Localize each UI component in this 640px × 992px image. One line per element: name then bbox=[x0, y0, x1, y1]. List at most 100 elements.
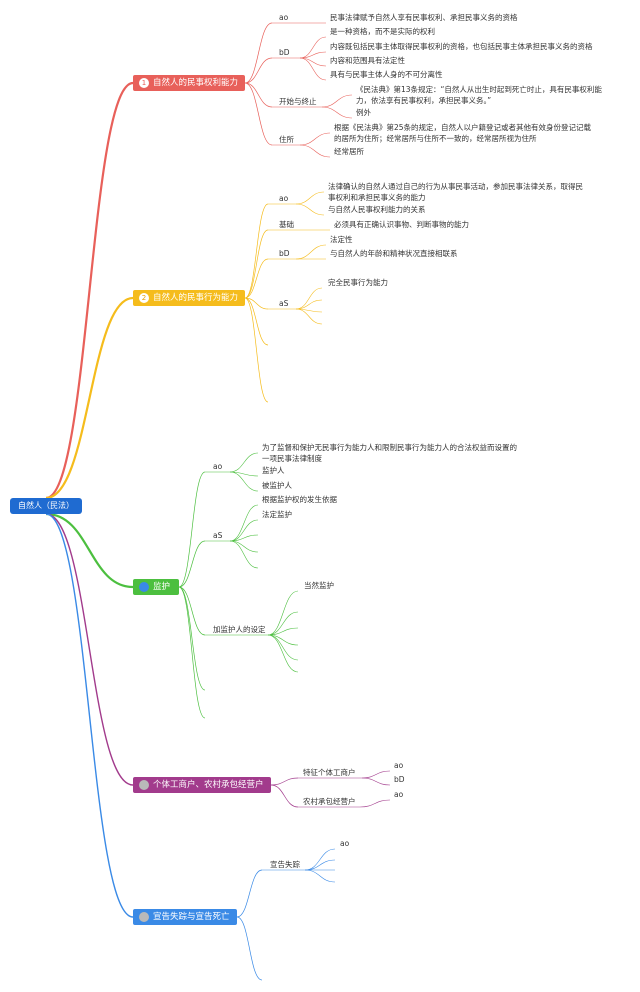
connector-b2-item bbox=[295, 244, 327, 260]
connector-b3-topic bbox=[178, 586, 206, 636]
topic-label-b2-bd[interactable]: bD bbox=[279, 249, 290, 258]
topic-item: 法定监护 bbox=[262, 510, 292, 519]
connector-b3-item bbox=[229, 534, 259, 542]
connector-b4-item bbox=[359, 799, 391, 808]
topic-item: 经常居所 bbox=[334, 147, 364, 156]
connector-b4-topic bbox=[270, 777, 299, 786]
topic-label-b4-rural[interactable]: 农村承包经营户 bbox=[303, 797, 356, 806]
number-badge-4 bbox=[139, 780, 149, 790]
connector-b5-item bbox=[304, 859, 336, 871]
branch-label: 自然人的民事行为能力 bbox=[153, 293, 239, 303]
connector-root-b1 bbox=[45, 81, 134, 500]
connector-root-b2 bbox=[45, 296, 134, 500]
connector-b3-item bbox=[229, 471, 259, 492]
branch-node-civil-rights-capacity[interactable]: 1 自然人的民事权利能力 bbox=[133, 75, 245, 91]
topic-item: bD bbox=[394, 775, 405, 784]
topic-label-b3-guardian-setting[interactable]: 加监护人的设定 bbox=[213, 625, 266, 634]
connector-b2-topic bbox=[244, 229, 269, 299]
connector-b1-topic bbox=[244, 22, 273, 84]
connector-b3-item bbox=[267, 611, 299, 636]
topic-label-b2-ao[interactable]: ao bbox=[279, 194, 289, 203]
topic-label-b2-as[interactable]: aS bbox=[279, 299, 289, 308]
topic-item: 与自然人的年龄和精神状况直接相联系 bbox=[330, 249, 458, 258]
connector-b1-item bbox=[299, 36, 327, 59]
branch-label: 个体工商户、农村承包经营户 bbox=[153, 780, 264, 790]
topic-item: 为了监督和保护无民事行为能力人和限制民事行为能力人的合法权益而设置的一项民事法律… bbox=[262, 443, 517, 463]
topic-item: 根据《民法典》第25条的规定，自然人以户籍登记或者其他有效身份登记记载的居所为住… bbox=[334, 123, 592, 143]
connector-b2-topic bbox=[244, 203, 269, 299]
topic-label-b3-ao[interactable]: ao bbox=[213, 462, 223, 471]
connector-b3-item bbox=[229, 452, 259, 473]
number-badge-2: 2 bbox=[139, 293, 149, 303]
topic-label-b2-basis[interactable]: 基础 bbox=[279, 220, 294, 229]
branch-label: 监护 bbox=[153, 582, 171, 592]
connector-b2-topic bbox=[244, 297, 269, 310]
topic-item: ao bbox=[394, 790, 404, 799]
topic-label-b1-ao[interactable]: ao bbox=[279, 13, 289, 22]
connector-b3-item bbox=[229, 504, 259, 542]
topic-item: 法定性 bbox=[330, 235, 353, 244]
branch-label: 自然人的民事权利能力 bbox=[153, 78, 239, 88]
connector-root-b4 bbox=[45, 513, 134, 786]
branch-node-missing-death-declaration[interactable]: 宣告失踪与宣告死亡 bbox=[133, 909, 237, 925]
topic-item: 民事法律赋予自然人享有民事权利、承担民事义务的资格 bbox=[330, 13, 518, 22]
topic-label-b1-start-end[interactable]: 开始与终止 bbox=[279, 97, 317, 106]
connector-b3-item bbox=[267, 590, 299, 636]
connector-b5-item bbox=[304, 869, 336, 883]
number-badge-3 bbox=[139, 582, 149, 592]
topic-label-b5-missing[interactable]: 宣告失踪 bbox=[270, 860, 300, 869]
connector-b3-topic bbox=[178, 586, 206, 719]
connector-b3-item bbox=[267, 634, 299, 673]
connector-b2-item bbox=[295, 203, 325, 216]
connector-b4-item bbox=[361, 777, 391, 786]
connector-b5-topic bbox=[236, 916, 263, 981]
connector-root-b5 bbox=[45, 513, 134, 918]
connector-b1-item bbox=[299, 144, 331, 158]
connector-b1-item bbox=[321, 94, 353, 108]
connector-b1-item bbox=[299, 57, 327, 81]
topic-item: 被监护人 bbox=[262, 481, 292, 490]
connector-b1-item bbox=[299, 51, 327, 59]
connector-b1-item bbox=[321, 106, 353, 119]
connector-b3-topic bbox=[178, 471, 206, 588]
branch-node-civil-conduct-capacity[interactable]: 2 自然人的民事行为能力 bbox=[133, 290, 245, 306]
connector-b3-item bbox=[267, 634, 299, 661]
connector-b2-item bbox=[295, 191, 325, 205]
connector-b1-item bbox=[299, 132, 331, 146]
connector-b2-item bbox=[295, 299, 323, 310]
connector-b3-item bbox=[229, 519, 259, 542]
topic-label-b1-domicile[interactable]: 住所 bbox=[279, 135, 294, 144]
topic-item: ao bbox=[394, 761, 404, 770]
topic-item: 当然监护 bbox=[304, 581, 334, 590]
connector-root-b3 bbox=[45, 512, 134, 589]
branch-node-individual-business[interactable]: 个体工商户、农村承包经营户 bbox=[133, 777, 271, 793]
connector-b5-item bbox=[304, 848, 336, 871]
connector-b2-item bbox=[295, 308, 323, 325]
topic-item: 法律确认的自然人通过自己的行为从事民事活动，参加民事法律关系，取得民事权利和承担… bbox=[328, 182, 583, 202]
topic-item: 内容既包括民事主体取得民事权利的资格，也包括民事主体承担民事义务的资格 bbox=[330, 42, 593, 51]
topic-item: 《民法典》第13条规定：“自然人从出生时起到死亡时止，具有民事权利能力，依法享有… bbox=[356, 85, 602, 105]
topic-label-b1-bd[interactable]: bD bbox=[279, 48, 290, 57]
connector-b2-topic bbox=[244, 297, 269, 346]
connector-b1-topic bbox=[244, 82, 273, 146]
connector-b4-item bbox=[361, 770, 391, 779]
branch-label: 宣告失踪与宣告死亡 bbox=[153, 912, 230, 922]
connector-b1-item bbox=[299, 57, 327, 67]
connector-b2-topic bbox=[244, 297, 269, 403]
root-node[interactable]: 自然人（民法） bbox=[10, 498, 82, 514]
topic-label-b3-as[interactable]: aS bbox=[213, 531, 223, 540]
branch-node-guardianship[interactable]: 监护 bbox=[133, 579, 179, 595]
topic-item: 例外 bbox=[356, 108, 371, 117]
connector-b2-item bbox=[295, 287, 323, 310]
topic-label-b4-individual[interactable]: 特征个体工商户 bbox=[303, 768, 356, 777]
connector-b3-item bbox=[229, 540, 259, 569]
number-badge-1: 1 bbox=[139, 78, 149, 88]
topic-item: 是一种资格，而不是实际的权利 bbox=[330, 27, 435, 36]
connector-b1-topic bbox=[244, 82, 273, 108]
topic-item: 内容和范围具有法定性 bbox=[330, 56, 405, 65]
connector-b3-item bbox=[229, 540, 259, 553]
connector-b2-topic bbox=[244, 258, 269, 299]
connector-b3-topic bbox=[178, 586, 206, 691]
connector-b3-topic bbox=[178, 540, 206, 588]
